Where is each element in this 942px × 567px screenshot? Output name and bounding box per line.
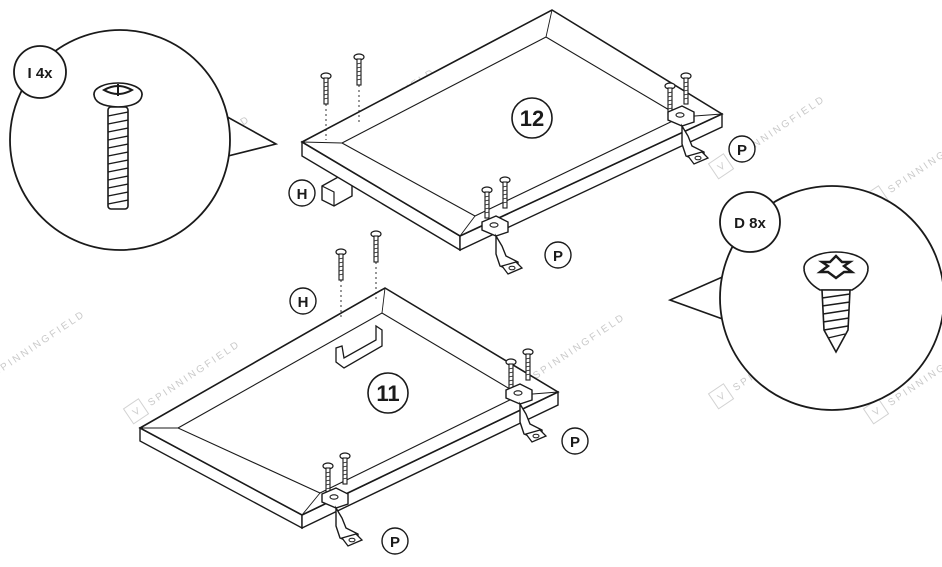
panel-number-11: 11 xyxy=(376,381,399,406)
screw-icon xyxy=(803,251,869,354)
hinge-label-text: P xyxy=(737,142,747,159)
hinge-label-text: P xyxy=(390,534,400,551)
handle-label: H xyxy=(289,287,317,315)
screw-code: D 8x xyxy=(734,215,766,232)
watermark-text: SPINNINGFIELD xyxy=(886,126,942,196)
hinge-label: P xyxy=(544,241,572,269)
handle-label-text: H xyxy=(298,294,309,311)
hinge-label-text: P xyxy=(553,248,563,265)
handle-label: H xyxy=(288,179,316,207)
screw-callout: D 8x xyxy=(667,185,942,411)
watermark-text: SPINNINGFIELD xyxy=(0,309,88,379)
watermark-text: SPINNINGFIELD xyxy=(531,312,628,382)
hinge-label-text: P xyxy=(570,434,580,451)
bolt-icon xyxy=(93,82,143,210)
hinge-label: P xyxy=(381,527,409,555)
handle-label-text: H xyxy=(297,186,308,203)
hinge-label: P xyxy=(728,135,756,163)
bolt-code: I 4x xyxy=(27,65,53,82)
panel-number-12: 12 xyxy=(520,106,544,131)
bolt-callout: I 4x xyxy=(9,29,279,251)
door-panel-12: 12 xyxy=(300,9,724,275)
door-panel-11: 11 xyxy=(138,230,560,547)
hinge-label: P xyxy=(561,427,589,455)
